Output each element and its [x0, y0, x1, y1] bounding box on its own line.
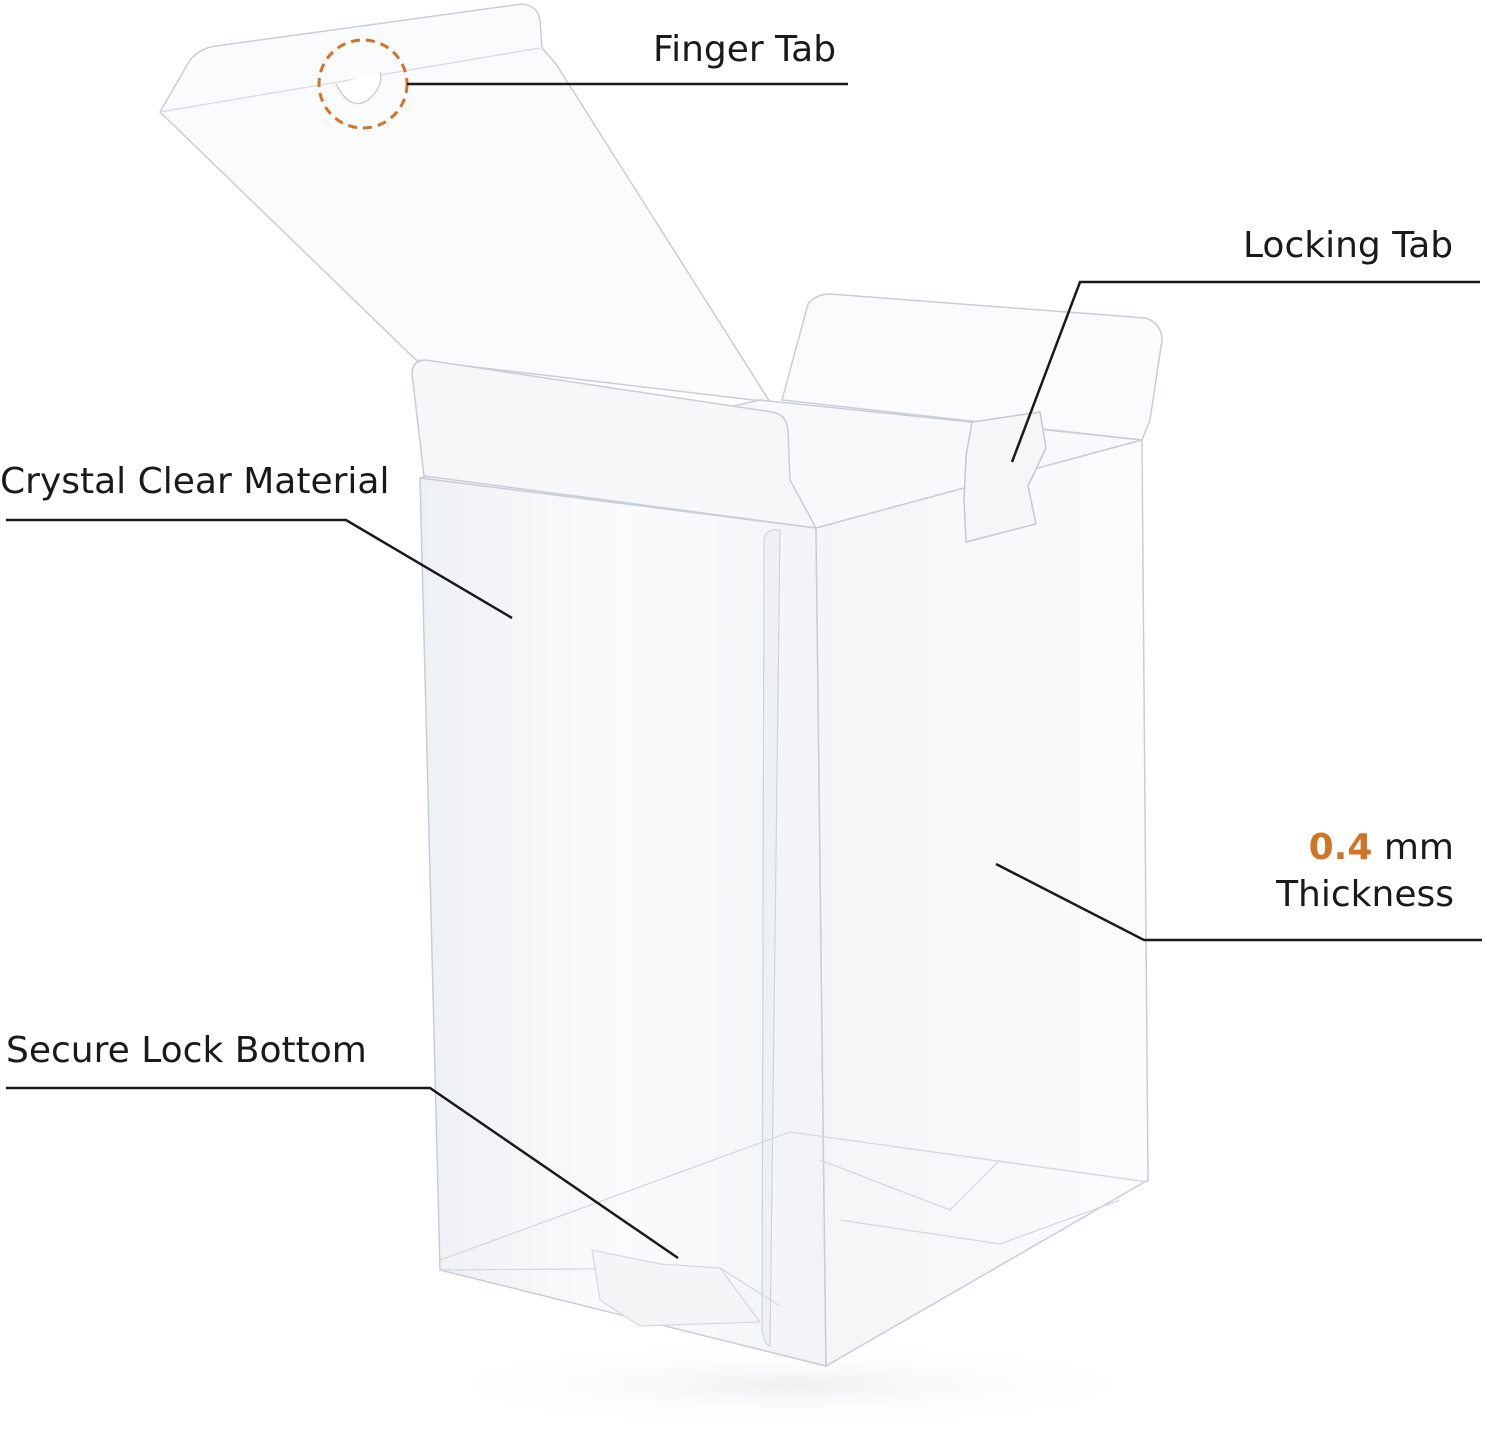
- locking-tab-label: Locking Tab: [1243, 225, 1454, 266]
- callout-line-crystal-clear: [6, 518, 513, 620]
- lock-bottom-tab: [591, 1249, 762, 1327]
- callout-line-locking-tab: [1010, 280, 1480, 463]
- thickness-label: 0.4 mm Thickness: [1276, 825, 1454, 919]
- locking-tab: [963, 411, 1047, 543]
- box-side-face: [815, 439, 1149, 1368]
- lid-fold-line: [159, 47, 541, 113]
- finger-tab-label: Finger Tab: [653, 29, 837, 70]
- crystal-clear-label: Crystal Clear Material: [0, 461, 390, 502]
- finger-tab-notch: [335, 71, 382, 105]
- thickness-value: 0.4: [1308, 827, 1373, 868]
- open-lid: [159, 3, 772, 403]
- thickness-unit: mm: [1372, 827, 1454, 868]
- glue-seam: [761, 529, 781, 1347]
- thickness-word: Thickness: [1276, 873, 1454, 915]
- left-dust-flap: [411, 359, 818, 529]
- callout-line-secure-lock: [6, 1086, 679, 1260]
- back-top-flap: [781, 293, 1163, 441]
- floor-shadow: [410, 1340, 1170, 1430]
- callout-line-thickness: [995, 862, 1482, 942]
- secure-lock-label: Secure Lock Bottom: [6, 1030, 367, 1071]
- thickness-value-row: 0.4 mm: [1276, 825, 1454, 872]
